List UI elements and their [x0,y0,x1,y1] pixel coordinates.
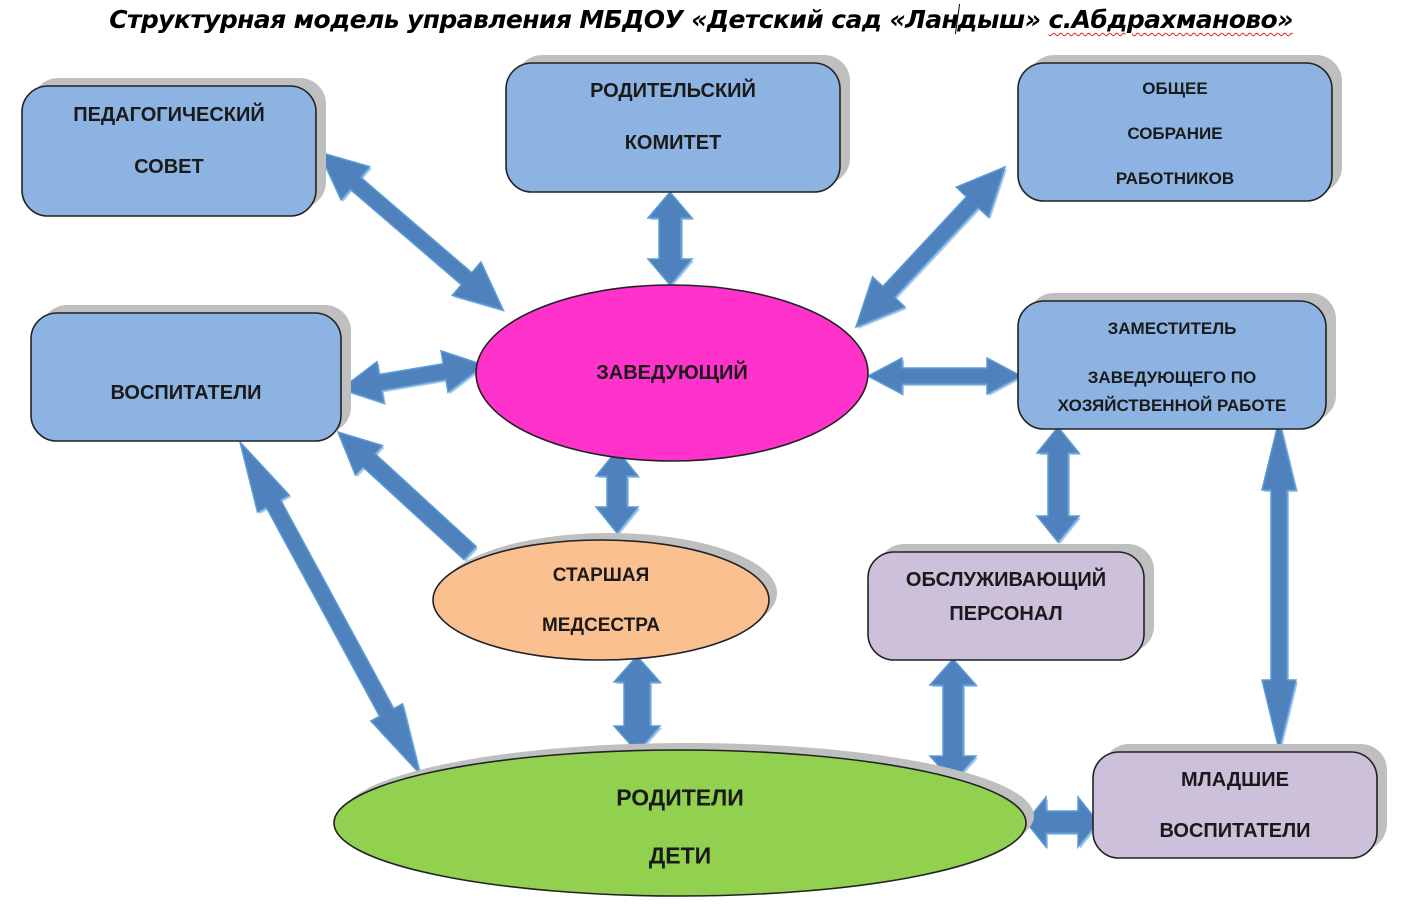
node-box [505,62,841,193]
node-label-line: РАБОТНИКОВ [1116,169,1234,188]
node-obsl-personal: ОБСЛУЖИВАЮЩИЙ ПЕРСОНАЛ [867,544,1154,661]
arrow-zamestitel-to-obsl_personal [1035,425,1081,544]
node-obshchee-sobranie: ОБЩЕЕ СОБРАНИЕ РАБОТНИКОВ [1017,55,1342,202]
node-box [21,85,317,217]
node-ellipse [432,539,770,661]
node-label-line: СТАРШАЯ [553,565,650,586]
arrow-obsl_personal-to-roditeli_deti [928,657,978,784]
node-label-line: РОДИТЕЛИ [616,784,744,810]
arrow-shape [866,356,1023,396]
node-ped-sovet: ПЕДАГОГИЧЕСКИЙ СОВЕТ [21,78,326,217]
arrow-roditeli_deti-to-mladshie [1025,794,1100,850]
node-ellipse [475,284,869,462]
node-label-line: СОБРАНИЕ [1127,124,1222,143]
node-box [867,551,1145,661]
node-label-line: ХОЗЯЙСТВЕННОЙ РАБОТЕ [1058,396,1287,415]
node-box [1017,300,1327,430]
arrow-zaveduyushchiy-to-zamestitel [866,356,1023,396]
node-label-line: ПЕДАГОГИЧЕСКИЙ [73,102,265,126]
node-box [1092,751,1378,859]
arrow-rod_komitet-to-zaveduyushchiy [646,190,694,287]
node-rod-komitet: РОДИТЕЛЬСКИЙ КОМИТЕТ [505,55,850,193]
node-zamestitel: ЗАМЕСТИТЕЛЬ ЗАВЕДУЮЩЕГО ПО ХОЗЯЙСТВЕННОЙ Р… [1017,293,1336,430]
arrow-shape [1261,419,1297,751]
node-box [30,312,342,442]
arrow-shape [854,165,1007,329]
node-label-line: ЗАВЕДУЮЩЕГО ПО [1088,368,1256,387]
node-label-line: СОВЕТ [134,156,204,178]
title-text-part1: Структурная модель управления МБДОУ «Дет… [109,5,959,34]
node-mladshie: МЛАДШИЕ ВОСПИТАТЕЛИ [1092,744,1387,859]
diagram-title: Структурная модель управления МБДОУ «Дет… [0,4,1402,34]
node-label-line: ДЕТИ [649,842,711,868]
arrow-ped_sovet-to-zaveduyushchiy [317,150,505,312]
node-label-line: МЛАДШИЕ [1181,769,1289,791]
node-zaveduyushchiy: ЗАВЕДУЮЩИЙ [475,284,869,462]
node-label-line: КОМИТЕТ [625,132,722,154]
arrow-zamestitel-to-mladshie [1261,419,1298,752]
arrow-zaveduyushchiy-to-medsestra [594,448,640,535]
node-label-line: ВОСПИТАТЕЛИ [110,382,261,404]
node-roditeli-deti: РОДИТЕЛИ ДЕТИ [333,743,1034,897]
node-ellipse [333,749,1027,897]
node-label-line: ОБЩЕЕ [1142,79,1207,98]
arrow-shape [928,657,978,784]
arrow-shape [339,349,486,405]
node-label-line: ЗАВЕДУЮЩИЙ [596,360,747,384]
connection-arrows [239,150,1298,850]
arrow-medsestra-to-roditeli_deti [612,654,662,754]
node-label-line: РОДИТЕЛЬСКИЙ [590,78,756,102]
node-label-line: ВОСПИТАТЕЛИ [1159,820,1310,842]
node-vospitateli: ВОСПИТАТЕЛИ [30,305,351,442]
node-box [1017,62,1333,202]
node-label-line: ЗАМЕСТИТЕЛЬ [1108,319,1237,338]
node-label-line: ПЕРСОНАЛ [949,603,1062,625]
arrow-shape [594,448,640,535]
node-label-line: ОБСЛУЖИВАЮЩИЙ [906,567,1106,591]
title-text-spellcheck: с.Абдрахманово» [1048,5,1294,34]
arrow-shape [1035,425,1081,544]
arrow-obshchee_sobranie-to-zaveduyushchiy [854,165,1007,329]
node-medsestra: СТАРШАЯ МЕДСЕСТРА [432,533,777,661]
arrow-shape [336,430,478,561]
arrow-medsestra-to-vospitateli [336,430,479,562]
arrow-vospitateli-to-zaveduyushchiy [339,349,486,406]
arrow-shape [317,150,505,312]
node-label-line: МЕДСЕСТРА [542,615,660,636]
title-text-part2: дыш» [957,5,1049,34]
structure-nodes: ПЕДАГОГИЧЕСКИЙ СОВЕТ РОДИТЕЛЬСКИЙ КОМИТЕТ ОБ… [21,55,1387,897]
